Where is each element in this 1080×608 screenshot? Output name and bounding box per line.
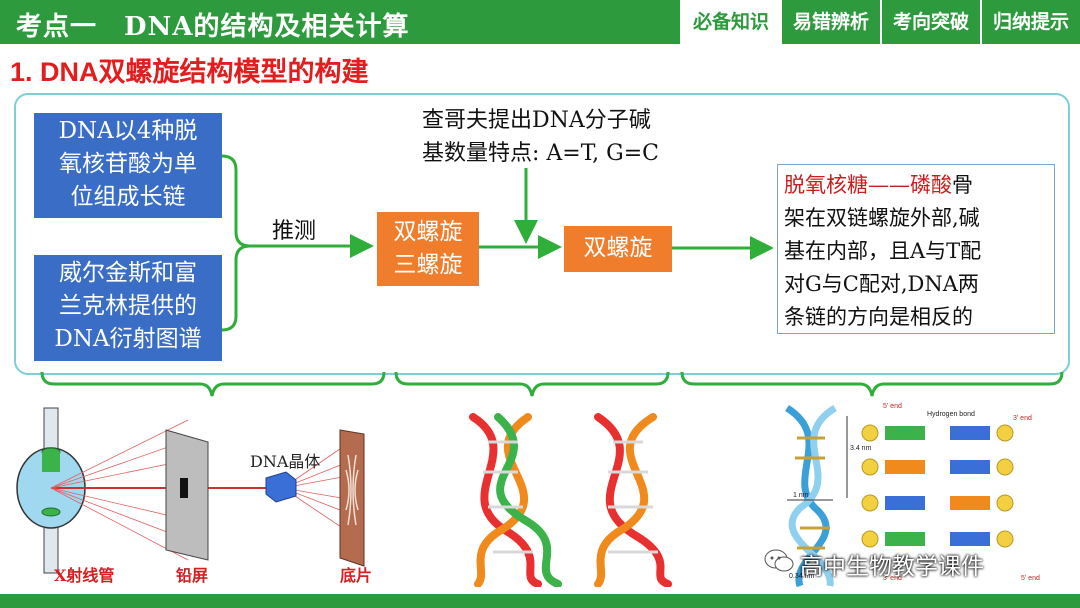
chargaff-line: 查哥夫提出DNA分子碱	[422, 108, 651, 133]
source2-line: 兰克林提供的	[59, 293, 197, 319]
conclusion-box: 脱氧核糖——磷酸骨架在双链螺旋外部,碱基在内部，且A与T配对G与C配对,DNA两…	[777, 164, 1055, 334]
brace-middle	[394, 371, 670, 397]
double-helix-structure-image: 5' end Hydrogen bond 3' end 3.4 nm 1 nm …	[785, 403, 1040, 588]
caption-xray-tube: X射线管	[54, 566, 115, 585]
source-box-diffraction: 威尔金斯和富 兰克林提供的 DNA衍射图谱	[34, 255, 222, 361]
source2-line: DNA衍射图谱	[54, 326, 202, 352]
label-hydrogen-bond: Hydrogen bond	[927, 411, 975, 418]
top-bar: 考点一 DNA的结构及相关计算 必备知识 易错辨析 考向突破 归纳提示	[0, 0, 1080, 44]
tab-summary[interactable]: 归纳提示	[979, 0, 1080, 44]
label-5-end-bottom: 5' end	[1021, 575, 1040, 582]
label-5-end-top: 5' end	[883, 403, 902, 410]
label-pitch: 3.4 nm	[850, 445, 872, 452]
source-box-nucleotides: DNA以4种脱 氧核苷酸为单 位组成长链	[34, 113, 222, 218]
source1-line: 位组成长链	[70, 184, 186, 210]
tab-error-analysis[interactable]: 易错辨析	[779, 0, 880, 44]
underbraces	[40, 371, 1064, 397]
wechat-icon	[764, 548, 794, 574]
caption-film: 底片	[340, 566, 373, 585]
source1-line: 氧核苷酸为单	[59, 151, 197, 177]
watermark-text: 高中生物教学课件	[800, 554, 984, 580]
brace-left	[40, 371, 386, 397]
section-heading: 1. DNA双螺旋结构模型的构建	[10, 57, 369, 87]
conclusion-line: 条链的方向是相反的	[784, 305, 973, 329]
model-box: 双螺旋	[564, 226, 672, 272]
source2-line: 威尔金斯和富	[59, 260, 197, 286]
source1-line: DNA以4种脱	[58, 118, 198, 144]
label-3-end-top: 3' end	[1013, 415, 1032, 422]
slide-title: 考点一 DNA的结构及相关计算	[16, 12, 410, 42]
bottom-bar	[0, 594, 1080, 608]
infer-label: 推测	[272, 219, 317, 244]
hypothesis-line: 三螺旋	[393, 252, 463, 278]
backbone-highlight: 脱氧核糖——磷酸	[784, 173, 952, 197]
label-rise: 0.34 nm	[789, 573, 814, 580]
caption-dna-crystal: DNA晶体	[250, 452, 321, 471]
conclusion-line: 对G与C配对,DNA两	[784, 272, 979, 296]
brace-right	[680, 371, 1064, 397]
caption-lead-screen: 铅屏	[176, 566, 209, 585]
tab-bar: 必备知识 易错辨析 考向突破 归纳提示	[679, 0, 1080, 44]
hypothesis-box: 双螺旋 三螺旋	[377, 212, 479, 286]
conclusion-line: 骨	[952, 173, 973, 197]
xray-diffraction-diagram	[16, 407, 365, 574]
conclusion-line: 架在双链螺旋外部,碱	[784, 206, 980, 230]
chargaff-line: 基数量特点: A=T, G=C	[422, 141, 659, 166]
tab-exam-focus[interactable]: 考向突破	[879, 0, 980, 44]
base-pair-ladder	[861, 424, 1014, 548]
label-diameter: 1 nm	[793, 492, 809, 499]
label-3-end-bottom: 3' end	[883, 575, 902, 582]
tab-essential-knowledge[interactable]: 必备知识	[679, 0, 780, 44]
conclusion-line: 基在内部，且A与T配	[784, 239, 982, 263]
chargaff-rule: 查哥夫提出DNA分子碱 基数量特点: A=T, G=C	[422, 104, 659, 170]
helix-models-image	[469, 413, 672, 587]
hypothesis-line: 双螺旋	[393, 219, 463, 245]
